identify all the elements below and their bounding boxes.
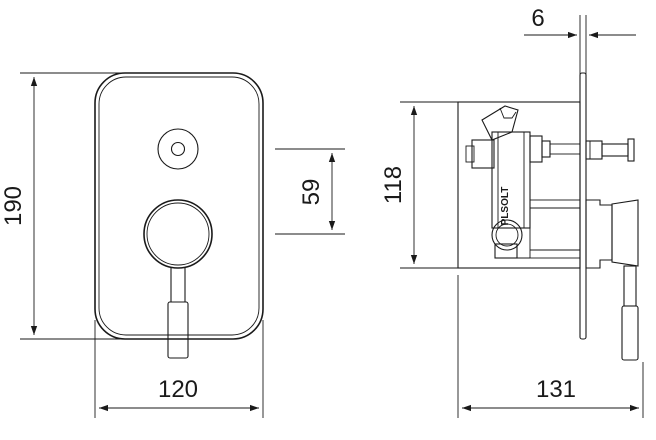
- dimension-depth-131: 131: [457, 275, 644, 418]
- front-view: [94, 72, 264, 359]
- diverter-knob-inner: [170, 141, 186, 157]
- dimension-label-118: 118: [380, 166, 407, 204]
- diverter-spindle: [529, 135, 635, 163]
- bottom-connector: [491, 219, 530, 259]
- dimension-body-118: 118: [380, 101, 460, 269]
- cover-plate: [94, 72, 264, 340]
- dimension-thickness-6: 6: [524, 5, 636, 75]
- dimension-label-131: 131: [536, 376, 576, 403]
- dimension-width-120: 120: [94, 320, 264, 418]
- dimension-label-190: 190: [0, 186, 27, 226]
- diverter-knob-outer: [157, 128, 199, 170]
- dimension-label-120: 120: [158, 376, 198, 403]
- side-view: PLSOLT: [457, 72, 639, 361]
- dimension-label-6: 6: [531, 5, 544, 32]
- dimension-label-59: 59: [298, 179, 325, 206]
- lever-side-profile: [585, 199, 639, 361]
- lever-base-inner: [146, 202, 210, 266]
- dimension-offset-59: 59: [275, 148, 345, 235]
- brand-mark: PLSOLT: [500, 187, 511, 226]
- mixer-stem: [529, 199, 581, 259]
- dimension-height-190: 190: [0, 72, 128, 340]
- cover-plate-inner-edge: [98, 76, 260, 336]
- lever-base-outer: [143, 199, 213, 269]
- wall-plate: [579, 72, 587, 340]
- valve-body: PLSOLT: [465, 105, 531, 229]
- lever-handle: [167, 268, 189, 359]
